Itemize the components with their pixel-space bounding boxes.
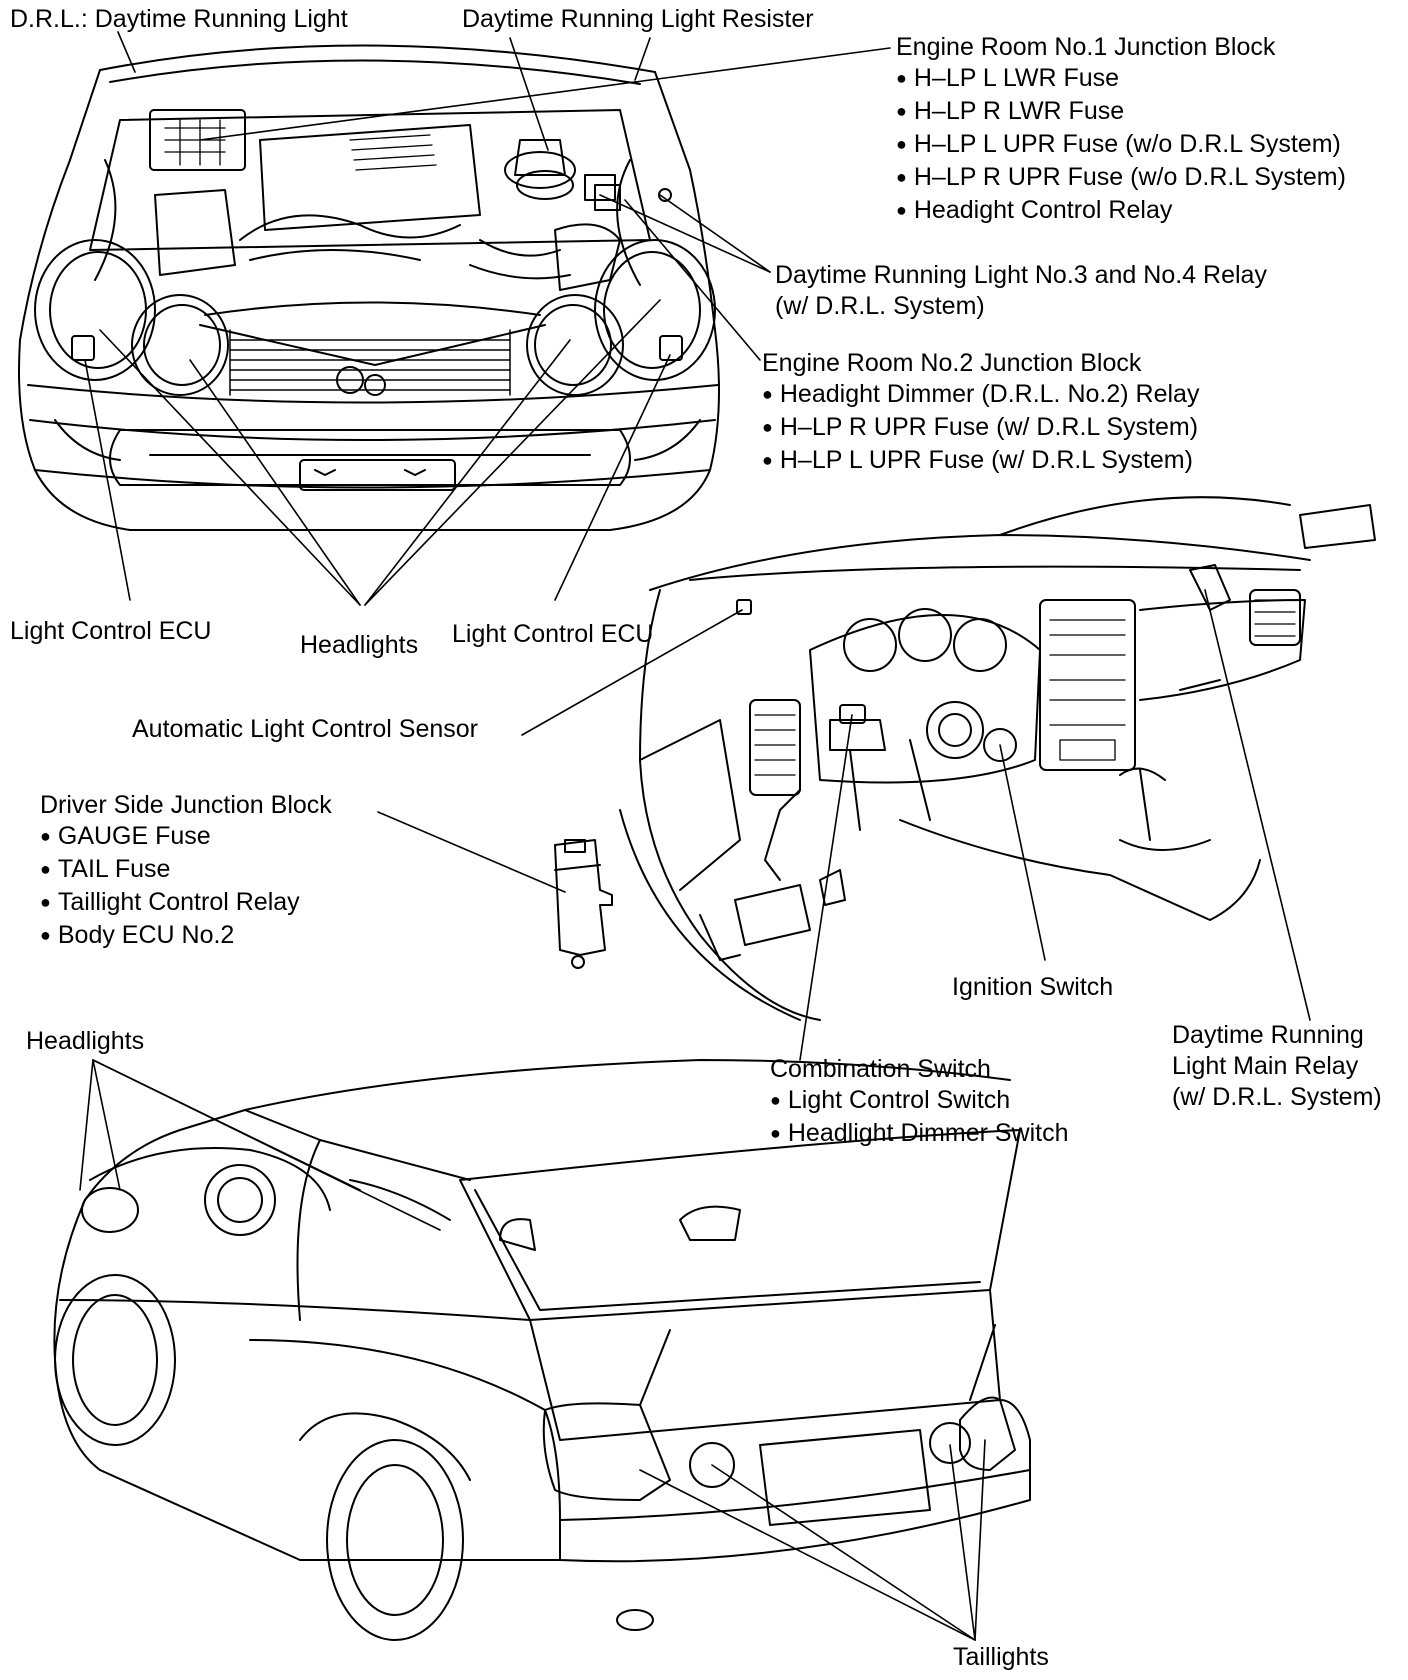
drl-no3-no4-relay-line: Daytime Running Light No.3 and No.4 Rela… — [775, 261, 1267, 289]
light-control-ecu-left-text: Light Control ECU — [10, 617, 212, 645]
driver-side-junction-block-title: Driver Side Junction Block — [40, 791, 332, 819]
label-drl-main-relay: Daytime Running Light Main Relay (w/ D.R… — [1172, 1020, 1382, 1113]
label-headlights-rear: Headlights — [26, 1026, 144, 1057]
label-drl-definition: D.R.L.: Daytime Running Light — [10, 4, 348, 35]
automatic-light-control-sensor-text: Automatic Light Control Sensor — [132, 715, 479, 743]
label-drl-no3-no4-relay: Daytime Running Light No.3 and No.4 Rela… — [775, 260, 1267, 322]
engine-room-no1-title: Engine Room No.1 Junction Block — [896, 33, 1276, 61]
drl-main-relay-line: Daytime Running — [1172, 1021, 1364, 1049]
headlights-front-text: Headlights — [300, 631, 419, 659]
label-combination-switch: Combination Switch Light Control Switch … — [770, 1054, 1069, 1151]
label-automatic-light-control-sensor: Automatic Light Control Sensor — [132, 714, 478, 745]
engine-room-no1-item: H–LP R UPR Fuse (w/o D.R.L System) — [896, 162, 1346, 195]
label-engine-room-no1: Engine Room No.1 Junction Block H–LP L L… — [896, 32, 1346, 228]
label-light-control-ecu-left: Light Control ECU — [10, 616, 211, 647]
rear-car-view — [53, 1059, 1031, 1641]
label-drl-definition-text: D.R.L.: Daytime Running Light — [10, 5, 348, 33]
label-drl-resister: Daytime Running Light Resister — [462, 4, 814, 35]
driver-side-junction-block-item: GAUGE Fuse — [40, 821, 332, 854]
driver-side-junction-block-item: TAIL Fuse — [40, 854, 332, 887]
driver-side-junction-block-item: Body ECU No.2 — [40, 920, 332, 953]
label-driver-side-junction-block: Driver Side Junction Block GAUGE Fuse TA… — [40, 790, 332, 953]
engine-room-no1-item: H–LP R LWR Fuse — [896, 96, 1346, 129]
label-taillights: Taillights — [953, 1642, 1049, 1673]
light-control-ecu-right-text: Light Control ECU — [452, 620, 654, 648]
combination-switch-title: Combination Switch — [770, 1055, 991, 1083]
ignition-switch-text: Ignition Switch — [952, 973, 1114, 1001]
engine-room-no1-item: H–LP L LWR Fuse — [896, 63, 1346, 96]
label-headlights-front: Headlights — [300, 630, 418, 661]
combination-switch-item: Headlight Dimmer Switch — [770, 1118, 1069, 1151]
front-car-view — [18, 44, 720, 531]
label-ignition-switch: Ignition Switch — [952, 972, 1113, 1003]
drl-main-relay-line: Light Main Relay — [1172, 1052, 1359, 1080]
label-drl-resister-text: Daytime Running Light Resister — [462, 5, 814, 33]
engine-room-no2-title: Engine Room No.2 Junction Block — [762, 349, 1142, 377]
combination-switch-item: Light Control Switch — [770, 1085, 1069, 1118]
engine-room-no1-item: Headight Control Relay — [896, 195, 1346, 228]
drl-no3-no4-relay-line: (w/ D.R.L. System) — [775, 292, 985, 320]
dashboard-view — [554, 496, 1376, 1021]
leader-lines — [79, 31, 1311, 1641]
engine-room-no2-item: Headight Dimmer (D.R.L. No.2) Relay — [762, 379, 1200, 412]
headlights-rear-text: Headlights — [26, 1027, 145, 1055]
engine-room-no2-item: H–LP R UPR Fuse (w/ D.R.L System) — [762, 412, 1199, 445]
taillights-text: Taillights — [953, 1643, 1049, 1671]
driver-side-junction-block-item: Taillight Control Relay — [40, 887, 332, 920]
label-engine-room-no2: Engine Room No.2 Junction Block Headight… — [762, 348, 1199, 478]
engine-room-no1-item: H–LP L UPR Fuse (w/o D.R.L System) — [896, 129, 1346, 162]
engine-room-no2-item: H–LP L UPR Fuse (w/ D.R.L System) — [762, 445, 1199, 478]
drl-main-relay-line: (w/ D.R.L. System) — [1172, 1083, 1382, 1111]
label-light-control-ecu-right: Light Control ECU — [452, 619, 653, 650]
